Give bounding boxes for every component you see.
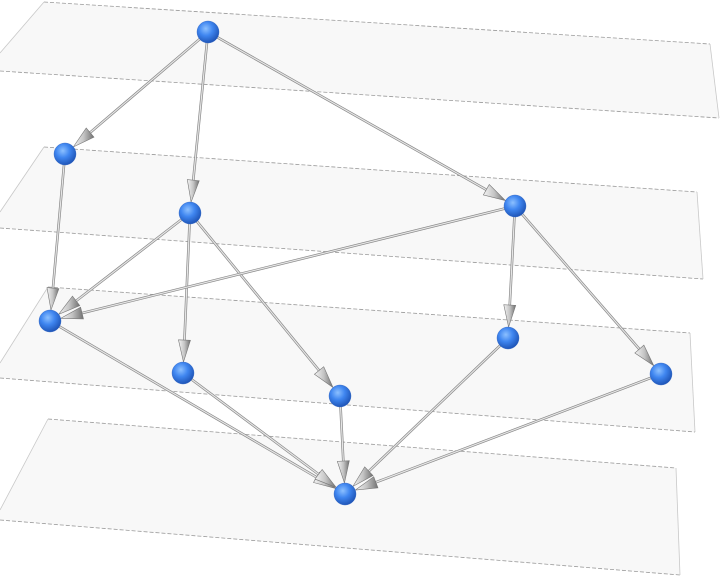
edge-a-c	[186, 30, 210, 204]
node-e[interactable]	[38, 309, 62, 333]
arrowhead-icon	[314, 468, 338, 489]
arrowhead-icon	[46, 287, 60, 312]
edge-c-g	[188, 211, 334, 389]
graph-edges	[46, 30, 663, 491]
edge-a-d	[206, 30, 507, 202]
node-f[interactable]	[171, 361, 195, 385]
arrowhead-icon	[59, 306, 84, 320]
node-j[interactable]	[333, 482, 357, 506]
graph-nodes	[38, 20, 673, 506]
edge-d-h	[503, 204, 517, 329]
edge-h-j	[352, 336, 510, 488]
edge-c-e	[57, 211, 192, 315]
node-h[interactable]	[496, 326, 520, 350]
arrowhead-icon	[313, 366, 334, 389]
node-c[interactable]	[178, 201, 202, 225]
node-g[interactable]	[328, 384, 352, 408]
arrowhead-icon	[336, 460, 350, 485]
arrowhead-icon	[72, 127, 95, 148]
edge-d-i	[513, 204, 655, 367]
edge-d-e	[59, 204, 517, 320]
node-b[interactable]	[53, 142, 77, 166]
arrowhead-icon	[482, 184, 507, 202]
arrowhead-icon	[354, 476, 379, 491]
arrowhead-icon	[178, 339, 191, 364]
layer-1-plane	[0, 1, 720, 119]
arrowhead-icon	[634, 344, 655, 367]
edge-i-j	[354, 372, 663, 491]
node-d[interactable]	[503, 194, 527, 218]
edge-c-f	[178, 211, 192, 364]
node-i[interactable]	[649, 362, 673, 386]
layer-2-plane	[0, 146, 704, 280]
node-a[interactable]	[196, 20, 220, 44]
arrowhead-icon	[186, 179, 200, 204]
arrowhead-icon	[352, 466, 374, 488]
edge-f-j	[181, 371, 338, 489]
edge-a-b	[72, 30, 210, 148]
arrowhead-icon	[503, 304, 517, 329]
arrowhead-icon	[57, 295, 81, 315]
edge-b-e	[46, 152, 67, 312]
layer-3-plane	[0, 286, 696, 433]
